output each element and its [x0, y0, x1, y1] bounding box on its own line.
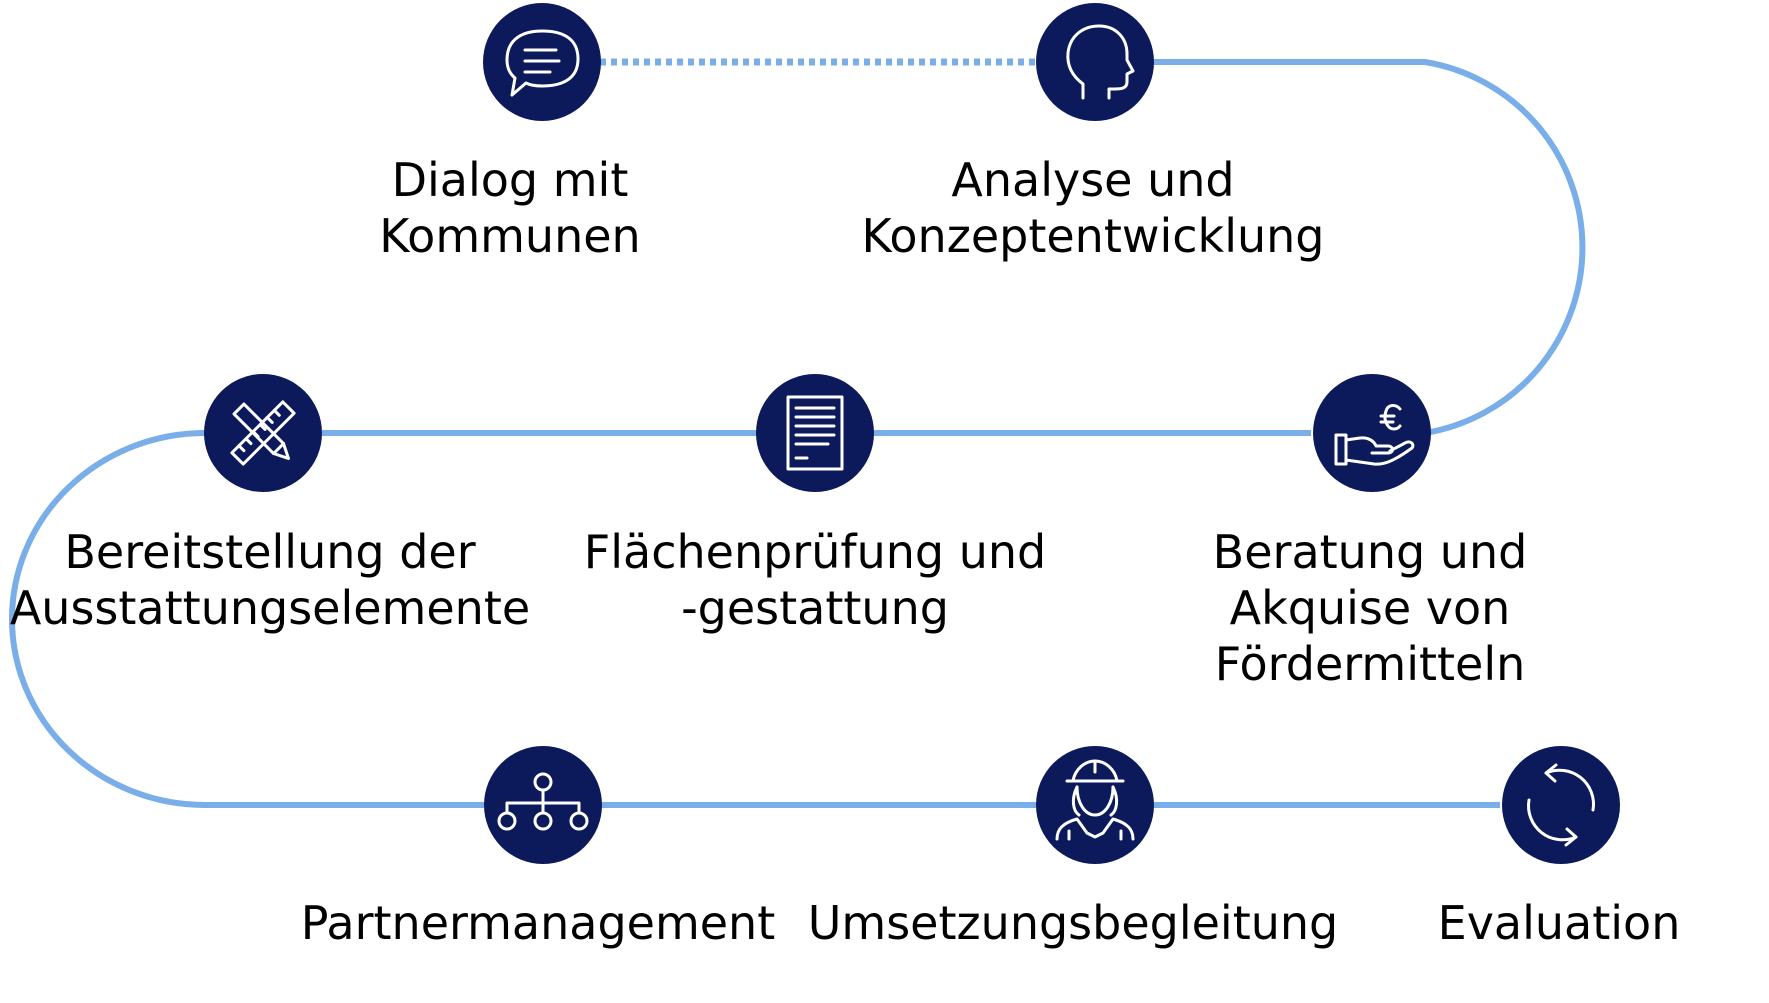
ruler-pencil-icon [230, 400, 296, 466]
step-node-dialog [483, 3, 601, 121]
label-bereitstellung-line-2: Ausstattungselemente [9, 581, 531, 635]
label-dialog-line-1: Dialog mit [391, 153, 629, 207]
refresh-cycle-icon [1527, 763, 1595, 847]
label-partner-line-1: Partnermanagement [300, 896, 776, 950]
label-bereitstellung: Bereitstellung der Ausstattungselemente [10, 524, 530, 636]
label-umsetzung-line-1: Umsetzungsbegleitung [807, 896, 1339, 950]
label-flaechen-line-1: Flächenprüfung und [583, 525, 1047, 579]
label-dialog-line-2: Kommunen [379, 209, 641, 263]
label-beratung-line-1: Beratung und [1212, 525, 1528, 579]
step-node-partner [484, 746, 602, 864]
network-icon [497, 772, 589, 831]
label-dialog: Dialog mit Kommunen [379, 152, 640, 264]
head-profile-icon [1066, 24, 1135, 100]
label-flaechen: Flächenprüfung und -gestattung [584, 524, 1046, 636]
label-evaluation-line-1: Evaluation [1437, 896, 1681, 950]
step-node-beratung [1313, 374, 1431, 492]
label-analyse-line-1: Analyse und [951, 153, 1235, 207]
step-node-analyse [1036, 3, 1154, 121]
label-beratung-line-3: Fördermitteln [1214, 637, 1526, 691]
label-analyse-line-2: Konzeptentwicklung [861, 209, 1325, 263]
label-umsetzung: Umsetzungsbegleitung [808, 895, 1339, 951]
step-node-bereitstellung [204, 374, 322, 492]
label-analyse: Analyse und Konzeptentwicklung [862, 152, 1325, 264]
step-nodes [204, 3, 1620, 864]
label-bereitstellung-line-1: Bereitstellung der [64, 525, 476, 579]
step-node-flaechen [756, 374, 874, 492]
step-node-evaluation [1502, 746, 1620, 864]
label-beratung: Beratung und Akquise von Fördermitteln [1213, 524, 1528, 692]
label-partner: Partnermanagement [301, 895, 776, 951]
worker-helmet-icon [1055, 759, 1135, 841]
label-beratung-line-2: Akquise von [1229, 581, 1511, 635]
connectors [9, 58, 1586, 808]
speech-bubble-icon [505, 29, 580, 97]
step-node-umsetzung [1036, 746, 1154, 864]
label-evaluation: Evaluation [1438, 895, 1681, 951]
hand-euro-icon [1334, 404, 1415, 466]
label-flaechen-line-2: -gestattung [681, 581, 949, 635]
route-connector [9, 59, 1586, 808]
document-icon [786, 395, 844, 471]
